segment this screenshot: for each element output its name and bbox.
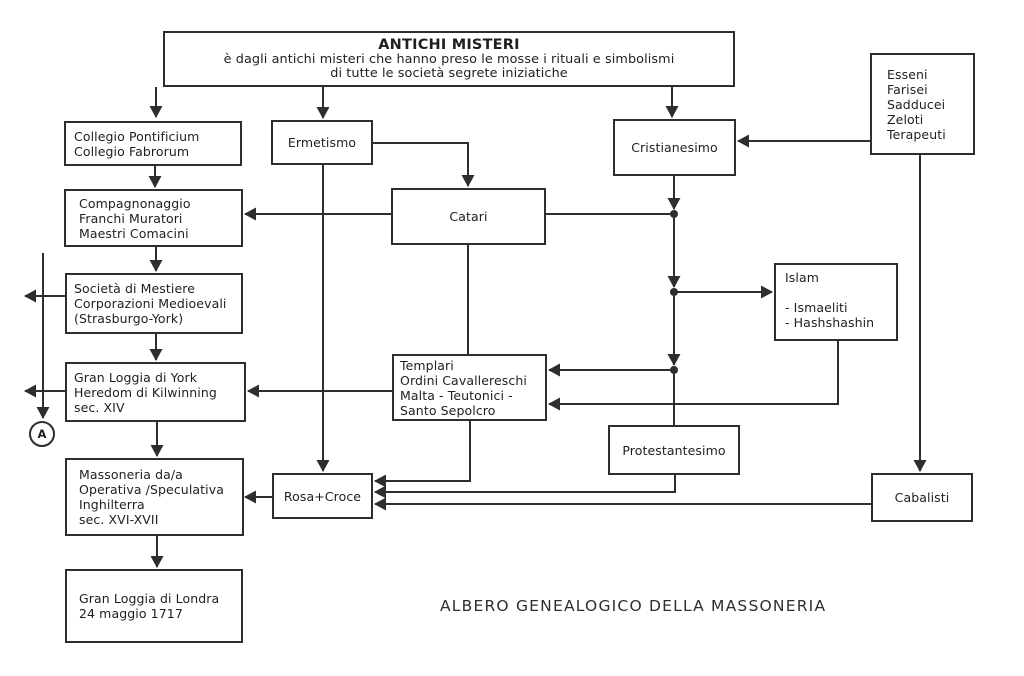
edge-ermetismo-catari (373, 142, 475, 187)
junction-dot-islam (670, 288, 678, 296)
connector-a-circle: A (29, 421, 55, 447)
antichi-misteri-title: ANTICHI MISTERI (378, 37, 520, 53)
edge-protestantesimo-rosacroce (374, 475, 676, 499)
node-esseni-farisei: Esseni Farisei Sadducei Zeloti Terapeuti (870, 53, 975, 155)
node-ermetismo: Ermetismo (271, 120, 373, 165)
node-islam: Islam - Ismaeliti - Hashshashin (774, 263, 898, 341)
junction-dot-catari (670, 210, 678, 218)
diagram-caption: ALBERO GENEALOGICO DELLA MASSONERIA (440, 597, 827, 615)
node-societa-di-mestiere: Società di Mestiere Corporazioni Medioev… (65, 273, 243, 334)
junction-dot-templari (670, 366, 678, 374)
node-collegio-pontificium: Collegio Pontificium Collegio Fabrorum (64, 121, 242, 166)
edge-islam-templari (548, 341, 839, 411)
node-compagnonaggio: Compagnonaggio Franchi Muratori Maestri … (64, 189, 243, 247)
node-templari: Templari Ordini Cavallereschi Malta - Te… (392, 354, 547, 421)
node-massoneria-operativa-speculativa: Massoneria da/a Operativa /Speculativa I… (65, 458, 244, 536)
node-cabalisti: Cabalisti (871, 473, 973, 522)
node-catari: Catari (391, 188, 546, 245)
antichi-misteri-subtitle: è dagli antichi misteri che hanno preso … (223, 52, 675, 81)
node-antichi-misteri: ANTICHI MISTERI è dagli antichi misteri … (163, 31, 735, 87)
node-gran-loggia-di-york: Gran Loggia di York Heredom di Kilwinnin… (65, 362, 246, 422)
node-gran-loggia-di-londra: Gran Loggia di Londra 24 maggio 1717 (65, 569, 243, 643)
node-rosa-croce: Rosa+Croce (272, 473, 373, 519)
edge-templari-rosacroce (374, 421, 471, 488)
node-protestantesimo: Protestantesimo (608, 425, 740, 475)
node-cristianesimo: Cristianesimo (613, 119, 736, 176)
